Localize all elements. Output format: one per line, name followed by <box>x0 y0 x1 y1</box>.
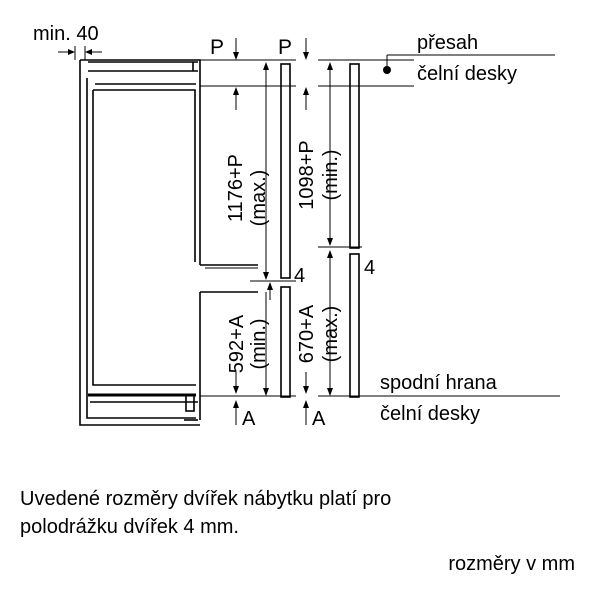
dim-lower-left-value: 592+A <box>226 314 248 373</box>
upper-door-left <box>280 63 291 279</box>
dim-lower-right-note: (max.) <box>320 306 342 363</box>
bottom-edge-label-line1: spodní hrana <box>380 372 498 394</box>
p-right-label: P <box>278 36 292 59</box>
bottom-edge-label-line2: čelní desky <box>380 403 480 425</box>
overlap-label-line2: čelní desky <box>417 63 517 85</box>
door-panels <box>280 63 360 398</box>
gap-left-label: 4 <box>294 265 305 287</box>
overlap-marker <box>383 55 391 74</box>
upper-door-right <box>349 63 360 249</box>
units-note: rozměry v mm <box>448 553 575 575</box>
a-right-label: A <box>312 408 326 430</box>
min-40-label: min. 40 <box>33 23 99 45</box>
caption-line1: Uvedené rozměry dvířek nábytku platí pro <box>20 488 391 510</box>
cabinet-outline <box>79 59 258 426</box>
dim-upper-right-note: (min.) <box>320 149 342 200</box>
dim-lower-left-note: (min.) <box>248 318 270 369</box>
gap-right-label: 4 <box>364 257 375 279</box>
dim-upper-right-value: 1098+P <box>296 140 318 210</box>
reference-lines <box>200 54 560 397</box>
dim-upper-left-value: 1176+P <box>225 154 247 222</box>
a-left-label: A <box>242 408 256 430</box>
lower-door-left <box>280 286 291 398</box>
overlap-label-line1: přesah <box>417 32 478 54</box>
lower-door-right <box>349 253 360 398</box>
dimension-arrows <box>58 38 333 425</box>
dim-upper-left-note: (max.) <box>248 170 270 227</box>
dim-lower-right-value: 670+A <box>296 304 318 363</box>
caption-line2: polodrážku dvířek 4 mm. <box>20 516 239 538</box>
p-left-label: P <box>210 36 224 59</box>
